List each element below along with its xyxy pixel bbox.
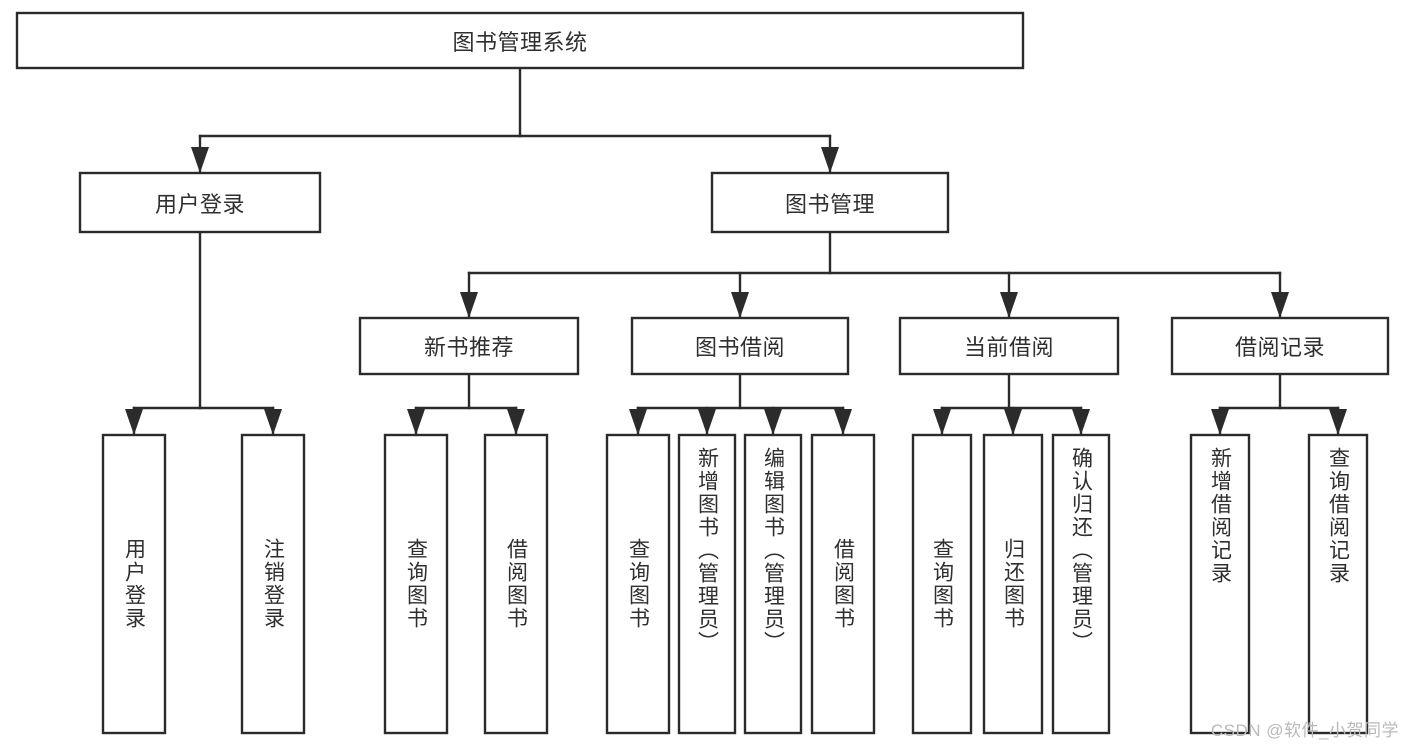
arrow-head-book-borrow — [731, 292, 749, 318]
arrow-head-leaf-borrow-book — [834, 409, 852, 435]
node-box-leaf-borrow-book-recommend[interactable] — [483, 433, 549, 735]
node-box-leaf-return-book[interactable] — [982, 433, 1044, 735]
arrow-head-leaf-add-borrow-record — [1211, 409, 1229, 435]
arrow-head-leaf-user-login — [125, 409, 143, 435]
node-box-leaf-user-login[interactable] — [101, 433, 167, 735]
node-box-current-borrow[interactable] — [898, 316, 1120, 376]
arrow-head-leaf-confirm-return — [1072, 409, 1090, 435]
csdn-watermark: CSDN @软件_小贺同学 — [1210, 721, 1399, 740]
arrow-head-leaf-query-book-current — [933, 409, 951, 435]
arrow-head-leaf-logout — [264, 409, 282, 435]
node-box-leaf-logout[interactable] — [240, 433, 306, 735]
arrow-head-user-login — [191, 147, 209, 173]
arrow-head-leaf-query-book-borrow — [629, 409, 647, 435]
node-box-leaf-borrow-book[interactable] — [810, 433, 876, 735]
arrow-head-current-borrow — [1000, 292, 1018, 318]
node-box-book-manage[interactable] — [710, 171, 950, 234]
arrow-head-leaf-borrow-book-recommend — [507, 409, 525, 435]
connector-layer — [125, 66, 1347, 436]
arrow-head-leaf-return-book — [1004, 409, 1022, 435]
arrow-head-leaf-edit-book — [764, 409, 782, 435]
arrow-head-leaf-query-book-recommend — [407, 409, 425, 435]
node-box-leaf-query-book-recommend[interactable] — [383, 433, 449, 735]
arrow-head-new-book-recommend — [460, 292, 478, 318]
node-box-leaf-query-borrow-record[interactable] — [1307, 433, 1369, 735]
node-layer — [15, 11, 1390, 735]
node-box-new-book-recommend[interactable] — [358, 316, 580, 376]
node-box-leaf-query-book-borrow[interactable] — [605, 433, 671, 735]
node-box-leaf-confirm-return[interactable] — [1051, 433, 1111, 735]
node-box-leaf-edit-book[interactable] — [743, 433, 803, 735]
node-box-borrow-record[interactable] — [1170, 316, 1390, 376]
node-box-book-borrow[interactable] — [630, 316, 850, 376]
node-box-leaf-query-book-current[interactable] — [911, 433, 973, 735]
node-box-user-login[interactable] — [78, 171, 322, 234]
node-box-root[interactable] — [15, 11, 1025, 70]
arrow-head-leaf-query-borrow-record — [1329, 409, 1347, 435]
arrow-head-leaf-add-book — [698, 409, 716, 435]
arrow-head-borrow-record — [1271, 292, 1289, 318]
node-box-leaf-add-borrow-record[interactable] — [1189, 433, 1251, 735]
arrow-head-book-manage — [821, 147, 839, 173]
node-box-leaf-add-book[interactable] — [677, 433, 737, 735]
